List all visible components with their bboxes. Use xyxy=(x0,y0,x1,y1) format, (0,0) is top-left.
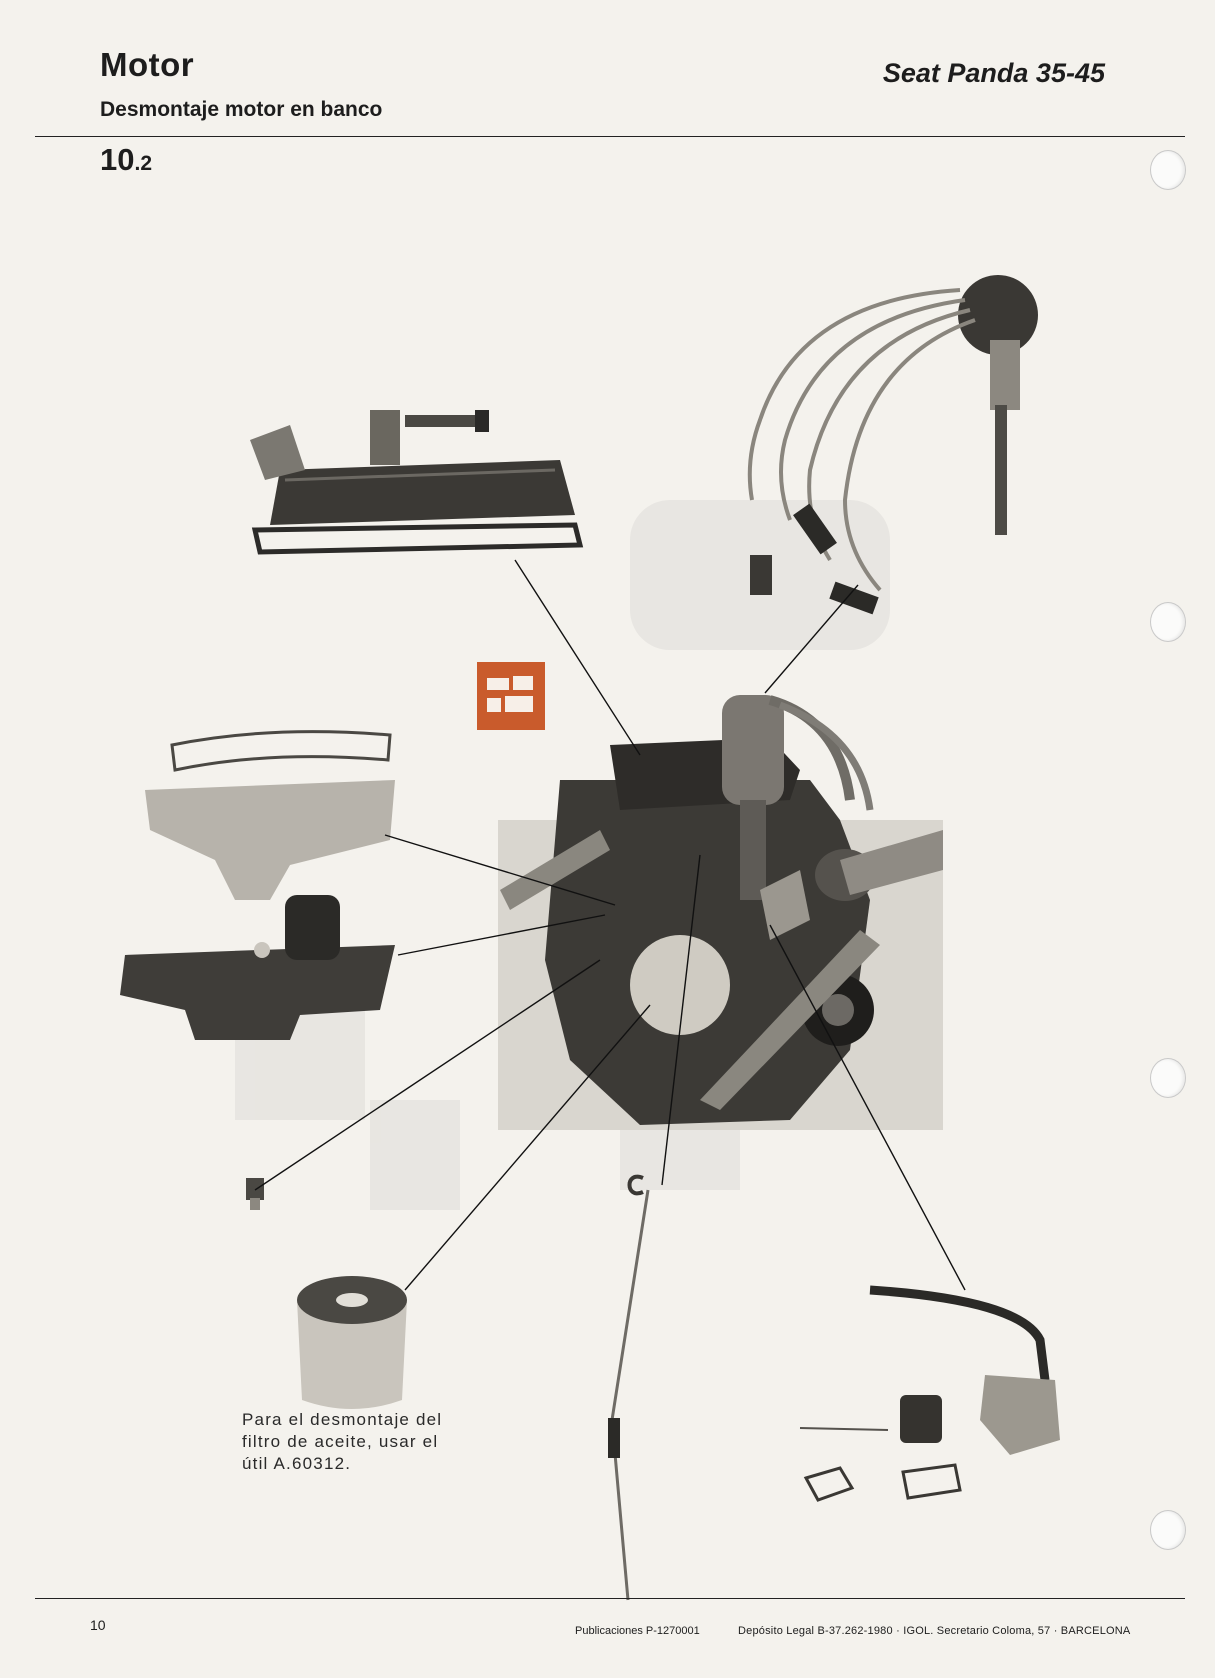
page-title: Motor xyxy=(100,46,195,83)
oil-filter xyxy=(297,1276,407,1409)
header-rule xyxy=(35,136,1185,137)
section-marker-icon xyxy=(477,662,545,730)
fuel-pump xyxy=(799,1285,1060,1502)
brand-name: Seat Panda 35-45 xyxy=(882,58,1105,88)
oil-pressure-switch xyxy=(246,1178,264,1210)
binder-hole-2 xyxy=(1150,602,1186,642)
binder-hole-4 xyxy=(1150,1510,1186,1550)
leader-lines xyxy=(254,559,966,1291)
binder-hole-1 xyxy=(1150,150,1186,190)
section-minor: .2 xyxy=(134,152,152,175)
engine-block xyxy=(498,695,943,1130)
page-subtitle: Desmontaje motor en banco xyxy=(100,98,383,121)
legal-deposit: Depósito Legal B-37.262-1980 · IGOL. Sec… xyxy=(738,1625,1131,1637)
distributor-and-ignition-leads xyxy=(747,275,1038,615)
publication-code: Publicaciones P-1270001 xyxy=(575,1625,700,1637)
dipstick xyxy=(608,1174,650,1601)
rocker-cover xyxy=(250,410,584,555)
section-major: 10 xyxy=(100,142,135,177)
section-number: 10.2 xyxy=(100,142,152,178)
figure-caption: Para el desmontaje del filtro de aceite,… xyxy=(242,1410,443,1473)
footer-rule xyxy=(35,1598,1185,1599)
binder-hole-3 xyxy=(1150,1058,1186,1098)
exhaust-manifold xyxy=(120,730,395,1040)
page-number: 10 xyxy=(90,1617,106,1633)
